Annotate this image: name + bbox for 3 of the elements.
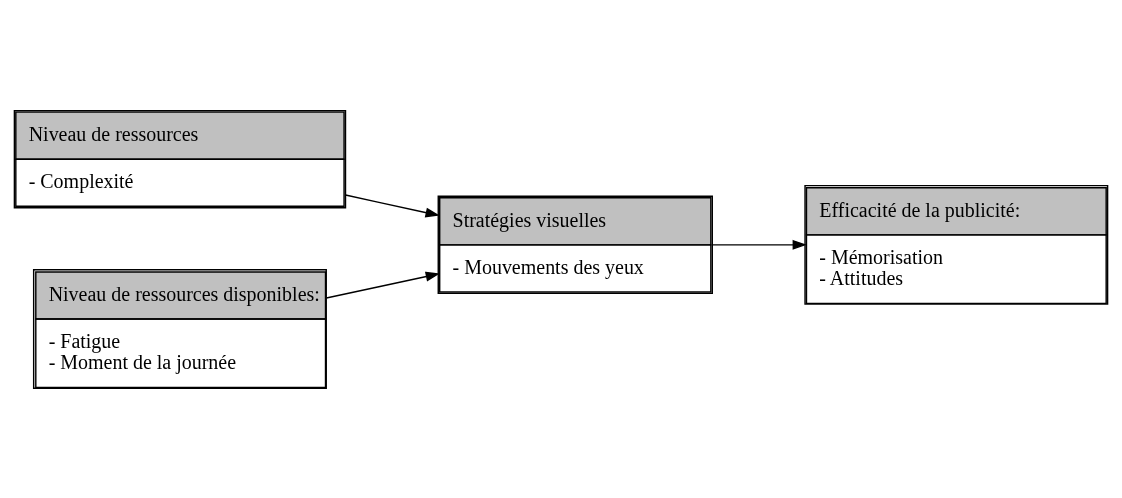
arrow bbox=[325, 271, 440, 299]
arrow bbox=[344, 193, 440, 217]
arrow bbox=[712, 239, 807, 250]
